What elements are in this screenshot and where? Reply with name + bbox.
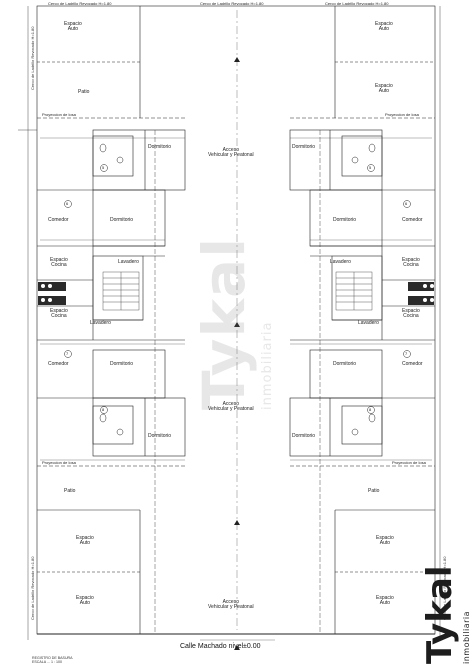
room-comedor: Comedor <box>48 361 69 367</box>
kitchen-counter <box>38 296 66 305</box>
proyeccion-label: Proyeccion de losa <box>385 112 419 117</box>
room-dormitorio: Dormitorio <box>110 217 134 223</box>
room-lavadero: Lavadero <box>358 320 379 326</box>
room-lavadero: Lavadero <box>90 320 111 326</box>
unit-number: 8 <box>102 407 105 412</box>
kitchen-counter <box>38 282 66 291</box>
unit-number: 5 <box>369 165 372 170</box>
title-block: REGISTRO DE BASURA ESCALA ... 1 : 100 <box>32 656 73 664</box>
room-lavadero: Lavadero <box>330 259 351 265</box>
kitchen-counter <box>408 282 434 291</box>
room-patio: Patio <box>78 89 90 95</box>
street-label: Calle Machado nivel±0.00 <box>180 643 261 650</box>
cerco-label: Cerco de Ladrillo Revocado H=1.80 <box>325 1 389 6</box>
room-dormitorio: Dormitorio <box>148 144 172 150</box>
room-dormitorio: Dormitorio <box>333 217 357 223</box>
room-dormitorio: Dormitorio <box>110 361 134 367</box>
proyeccion-label: Proyeccion de losa <box>392 460 426 465</box>
logo-word: Tykal <box>420 565 460 664</box>
room-dormitorio: Dormitorio <box>292 433 316 439</box>
cerco-label: Cerco de Ladrillo Revocado H=1.80 <box>30 26 35 90</box>
unit-marker <box>403 200 411 208</box>
unit-marker <box>100 164 108 172</box>
room-patio: Patio <box>64 488 76 494</box>
room-comedor: Comedor <box>402 217 423 223</box>
unit-marker <box>367 164 375 172</box>
cerco-label: Cerco de Ladrillo Revocado H=1.80 <box>200 1 264 6</box>
tykal-logo: Tykal inmobiliaria <box>418 565 474 670</box>
room-comedor: Comedor <box>48 217 69 223</box>
unit-number: 5 <box>102 165 105 170</box>
room-dormitorio: Dormitorio <box>333 361 357 367</box>
unit-number: 7 <box>66 351 69 356</box>
unit-marker <box>64 350 72 358</box>
kitchen-counter <box>408 296 434 305</box>
logo-sub: inmobiliaria <box>462 610 471 664</box>
unit-marker <box>403 350 411 358</box>
unit-number: 6 <box>405 201 408 206</box>
room-dormitorio: Dormitorio <box>148 433 172 439</box>
room-dormitorio: Dormitorio <box>292 144 316 150</box>
cerco-label: Cerco de Ladrillo Revocado H=1.80 <box>30 556 35 620</box>
unit-marker <box>64 200 72 208</box>
proyeccion-label: Proyeccion de losa <box>42 460 76 465</box>
unit-marker <box>367 406 375 414</box>
room-lavadero: Lavadero <box>118 259 139 265</box>
proyeccion-label: Proyeccion de losa <box>42 112 76 117</box>
room-patio: Patio <box>368 488 380 494</box>
room-comedor: Comedor <box>402 361 423 367</box>
unit-number: 8 <box>369 407 372 412</box>
unit-number: 7 <box>405 351 408 356</box>
unit-number: 6 <box>66 201 69 206</box>
cerco-label: Cerco de Ladrillo Revocado H=1.80 <box>48 1 112 6</box>
unit-marker <box>100 406 108 414</box>
